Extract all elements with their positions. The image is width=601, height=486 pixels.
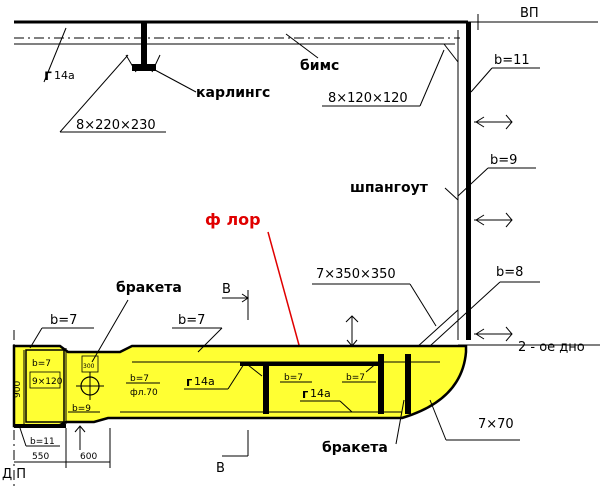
b7-mid-label: b=7	[178, 313, 205, 328]
size-9x120-label: 9×120	[32, 377, 63, 387]
size-7x70-leader	[429, 399, 447, 441]
shell-load-arrow-2	[474, 212, 513, 228]
r14a-b-leader	[339, 400, 353, 413]
bracket-top-label: бракета	[116, 280, 182, 296]
section-b-top-arrow	[241, 293, 249, 303]
flor-bracket-line-1	[247, 364, 263, 377]
inner-bottom-load-arrow	[345, 315, 359, 347]
side-shell	[466, 22, 471, 340]
center-girder-box	[25, 349, 65, 423]
shpangout-label: шпангоут	[350, 180, 429, 196]
dim-550-label: 550	[32, 452, 49, 462]
bims-leader	[285, 33, 319, 59]
b11-top-leader	[470, 67, 493, 93]
r14a-a-label: 14а	[194, 375, 215, 388]
b11-bottom-label: b=11	[30, 437, 55, 447]
b9-leader	[457, 167, 489, 197]
bims-bracket-line	[443, 43, 459, 63]
karlings-size-label: 8×220×230	[76, 118, 156, 133]
bims-bracket-size-label: 8×120×120	[328, 91, 408, 106]
b7-left-leader	[29, 327, 43, 349]
b7-box-label: b=7	[32, 359, 51, 369]
flor-stiffener-1	[263, 362, 269, 414]
size-7x70-label: 7×70	[478, 417, 514, 432]
flor-bracket-line-2	[365, 361, 379, 373]
flor-label: ф лор	[205, 210, 261, 229]
b7-flor-c-label: b=7	[346, 373, 365, 383]
r14a-top-label: 14а	[54, 69, 75, 82]
flor-stiffener-3	[405, 354, 411, 414]
shell-load-arrow-3	[474, 326, 513, 342]
keel-plate	[14, 424, 66, 428]
b11-top-label: b=11	[494, 53, 530, 68]
r14a-a-leader	[227, 363, 245, 390]
keel-load-arrow	[74, 425, 86, 450]
bims-label: бимс	[300, 58, 339, 74]
b9-label: b=9	[490, 153, 517, 168]
b8-leader	[429, 281, 501, 347]
b7-mid-leader	[197, 327, 223, 353]
hole-label-box	[81, 355, 99, 373]
hole-label: 300	[83, 363, 95, 370]
karlings-profile	[125, 22, 161, 73]
flor-stiffener-upper	[240, 362, 380, 366]
vp-label: ВП	[520, 6, 539, 21]
shell-load-arrow-1	[474, 114, 513, 130]
karlings-label: карлингс	[196, 85, 270, 101]
frame-bracket-leader	[409, 283, 437, 327]
b7-left-label: b=7	[50, 313, 77, 328]
dim-600-label: 600	[80, 452, 97, 462]
r14a-a-symbol: г	[186, 375, 192, 389]
dp-label: Д П	[2, 467, 26, 482]
size-9x120-box	[29, 371, 61, 389]
b7-flor-b-label: b=7	[284, 373, 303, 383]
r14a-top-symbol: г	[44, 66, 52, 84]
fl70-label: фл.70	[130, 388, 158, 398]
section-b-bottom-label: В	[216, 461, 225, 476]
shpangout-leader	[444, 187, 459, 201]
b7-flor-a-label: b=7	[130, 374, 149, 384]
frame-bracket-diag	[415, 309, 459, 349]
bracket-top-leader	[91, 299, 129, 363]
section-b-top-label: В	[222, 282, 231, 297]
b9-box-label: b=9	[72, 404, 91, 414]
frame-bracket-size-label: 7×350×350	[316, 267, 396, 282]
r14a-top-leader	[43, 27, 67, 83]
flor-leader	[267, 231, 303, 357]
size-900-label: 900	[13, 381, 23, 398]
second-bottom-label: 2 - ое дно	[518, 340, 585, 355]
bims-bracket-leader	[419, 49, 445, 107]
r14a-b-symbol: г	[302, 387, 308, 401]
b11-bottom-leader	[19, 427, 27, 447]
b8-label: b=8	[496, 265, 523, 280]
karlings-size-leader	[59, 54, 129, 133]
r14a-b-label: 14а	[310, 387, 331, 400]
bracket-bottom-label: бракета	[322, 440, 388, 456]
karlings-leader	[154, 69, 197, 93]
bracket-bottom-leader	[395, 399, 405, 445]
flor-stiffener-2	[378, 354, 384, 414]
